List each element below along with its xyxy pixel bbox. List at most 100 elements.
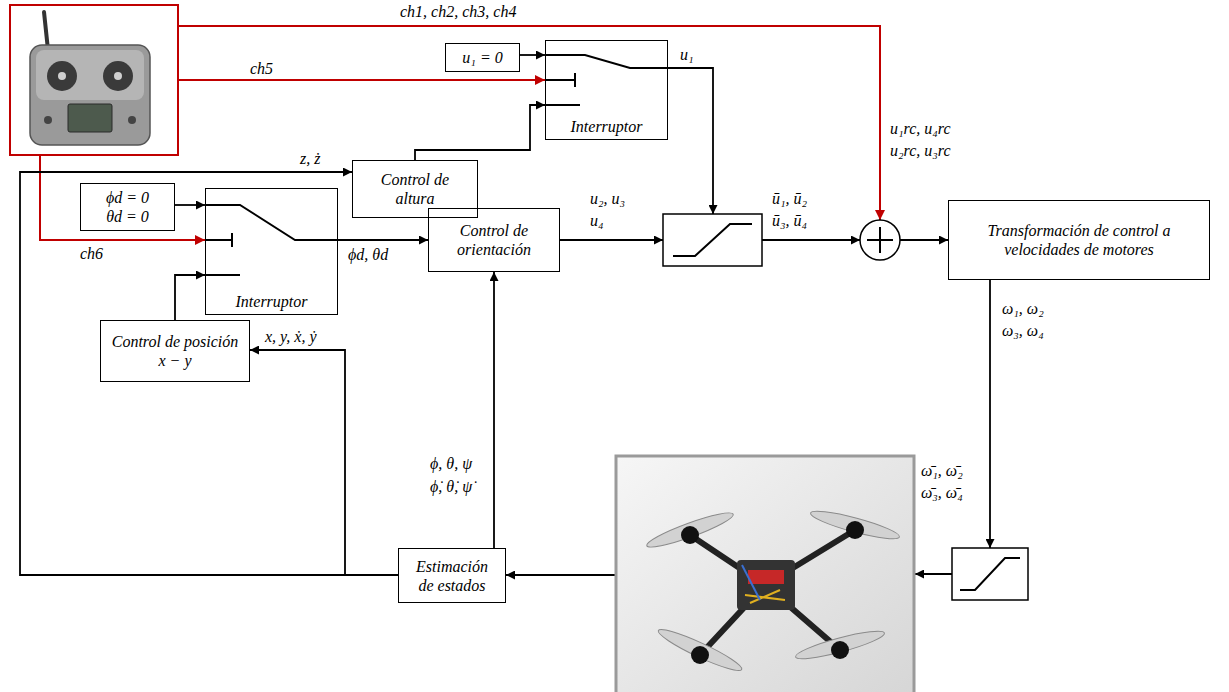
signal-label: u₄ [590,212,604,230]
node-label: u₁ = 0 [462,48,502,67]
signal-label: u₂rc, u₃rc [890,142,951,160]
propeller [794,626,886,663]
channel-wire [40,155,205,240]
rc-transmitter [10,5,178,155]
connector-arrow [175,275,205,320]
controller-box: Control de posición x − y [100,320,250,382]
cables [745,590,785,603]
signal-label: u₂, u₃ [590,190,625,208]
signal-wire [668,68,713,214]
switch-symbol [205,205,338,275]
switch-blade [205,205,338,240]
signal-wire [762,239,860,241]
signal-label: ω̄₁, ω̄₂ [921,462,963,480]
propeller [655,624,744,676]
signal-wire [989,280,991,548]
node-label: Transformación de control a velocidades … [959,221,1199,259]
signal-label: ū₁, ū₂ [772,190,807,208]
screen [68,104,112,132]
signal-label: u₁rc, u₄rc [890,120,951,138]
signal-wire [915,573,952,575]
setpoint-box: ϕd = 0θd = 0 [80,183,175,231]
stick [58,72,66,80]
saturation-block [952,548,1028,600]
signal-label: u₁ [680,46,694,64]
switch-symbol [545,55,668,105]
saturation-frame [952,548,1028,600]
signal-label: ω₃, ω₄ [1002,322,1044,340]
motor [681,526,699,544]
controller-box: Control de orientación [428,208,560,272]
signal-wire [900,239,948,241]
signal-wire [560,239,663,241]
connector-arrow [20,172,398,575]
saturation-frame [663,214,762,266]
switch-contact [545,104,580,106]
node-label: Interruptor [236,292,308,311]
switch-contact [205,274,240,276]
edge-label: ϕd, θd [348,246,388,264]
sum-junction [860,220,900,260]
connector-arrow [493,272,495,548]
saturation-curve [960,558,1020,590]
edge-label: z, ż [300,150,320,168]
plus-sign [867,227,893,253]
connector-arrow [520,54,545,56]
signal-label: ω̄₃, ω̄₄ [921,484,963,502]
drone-body [737,560,795,610]
connector-arrow [250,350,398,575]
switch-blade [545,55,668,68]
node-label: Estimación de estados [407,557,497,595]
motor [846,521,864,539]
saturation-block [663,214,762,266]
button [128,116,136,124]
edge-label: x, y, ẋ, ẏ [265,328,317,346]
battery [748,570,784,584]
button [44,116,52,124]
sum-circle [860,220,900,260]
drone-arms [690,530,855,655]
channel-wire [178,26,880,220]
node-label: Interruptor [571,117,643,136]
propeller [644,508,735,553]
cables [742,565,760,600]
switch-contact [545,73,575,87]
controller-box: Control de altura [352,160,478,218]
signal-label: ch5 [250,60,273,78]
motor [691,646,709,664]
switch-box: Interruptor [545,40,668,140]
signal-label: ch6 [80,245,103,263]
gimbal [47,61,77,91]
node-label: Control de orientación [439,221,549,259]
estimator-box: Estimación de estados [398,548,506,603]
switch-contact [205,233,232,247]
connector-arrow [338,239,428,241]
signal-label: ū₃, ū₄ [772,212,807,230]
saturation-curve [673,224,752,256]
edge-label: ϕ, θ, ψ [430,455,472,473]
gimbal [103,61,133,91]
signal-label: ω₁, ω₂ [1002,300,1044,318]
node-label: θd = 0 [106,207,149,226]
drone-photo [616,456,914,692]
transform-box: Transformación de control a velocidades … [948,200,1210,280]
stick [114,72,122,80]
signal-wire [506,574,615,576]
node-label: Control de posición x − y [111,332,239,370]
signal-label: ϕ̇, θ̇, ψ̇ [430,478,472,496]
node-label: Control de altura [365,170,465,208]
transmitter-face [36,50,144,100]
photo-frame [616,456,914,692]
connector-arrow [415,105,545,160]
transmitter-body [30,45,150,145]
switch-box: Interruptor [205,188,338,315]
connector-arrow [175,204,205,206]
channel-wire [178,79,545,81]
propeller [809,506,901,543]
signal-label: ch1, ch2, ch3, ch4 [400,3,516,21]
node-label: ϕd = 0 [106,188,149,207]
transmitter-frame [10,5,178,155]
constant-box: u₁ = 0 [445,43,520,72]
motor [831,641,849,659]
